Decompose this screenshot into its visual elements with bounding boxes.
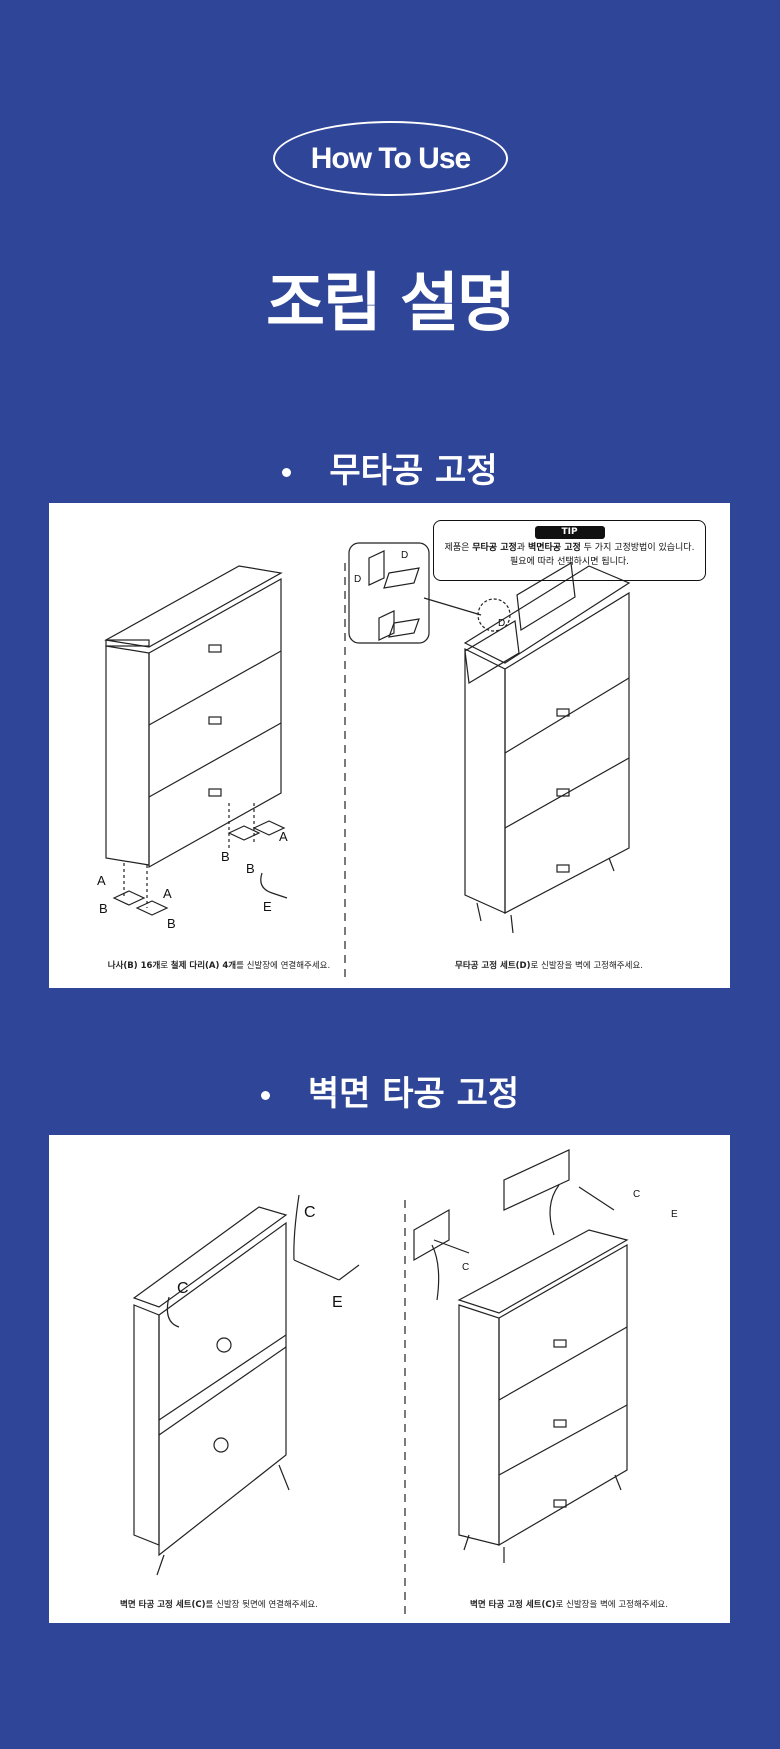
svg-text:A: A bbox=[163, 886, 172, 901]
no-drill-illustration: A B A B B B A E D D D bbox=[97, 542, 631, 983]
section-title-text: 벽면 타공 고정 bbox=[307, 1074, 520, 1114]
svg-text:D: D bbox=[354, 574, 361, 585]
no-drill-instruction-panel: A B A B B B A E D D D TIP 제품은 무타공 고정과 벽면… bbox=[49, 503, 730, 988]
tip-bold: 벽면타공 고정 bbox=[527, 543, 581, 553]
tip-text: 필요에 따라 선택하시면 됩니다. bbox=[509, 557, 630, 567]
label-b: B bbox=[99, 901, 108, 916]
tip-text: 과 bbox=[516, 543, 528, 553]
tip-text: 두 가지 고정방법이 있습니다. bbox=[580, 543, 695, 553]
bullet-icon bbox=[260, 1091, 270, 1100]
tip-bold: 무타공 고정 bbox=[472, 543, 517, 553]
caption-no-drill-set: 무타공 고정 세트(D)로 신발장을 벽에 고정해주세요. bbox=[455, 961, 643, 971]
caption-wall-fix: 벽면 타공 고정 세트(C)로 신발장을 벽에 고정해주세요. bbox=[470, 1600, 668, 1610]
wall-drill-illustration: C C E C C E bbox=[132, 1149, 678, 1615]
svg-text:C: C bbox=[633, 1189, 640, 1200]
label-e: E bbox=[332, 1294, 343, 1311]
wall-drill-instruction-panel: C C E C C E 벽면 타공 고정 세트(C)를 신발장 뒷면에 연결해주… bbox=[49, 1135, 730, 1623]
caption-legs: 나사(B) 16개로 철제 다리(A) 4개를 신발장에 연결해주세요. bbox=[107, 961, 331, 971]
label-d: D bbox=[401, 550, 408, 561]
label-e: E bbox=[263, 899, 272, 914]
svg-text:C: C bbox=[304, 1204, 316, 1221]
label-c: C bbox=[177, 1280, 189, 1297]
section-title-wall-drill: 벽면 타공 고정 bbox=[0, 1066, 780, 1115]
page-title: 조립 설명 bbox=[266, 267, 516, 341]
svg-text:A: A bbox=[279, 829, 288, 844]
section-title-no-drill: 무타공 고정 bbox=[0, 443, 780, 492]
svg-text:B: B bbox=[167, 916, 176, 931]
how-to-use-badge: How To Use bbox=[273, 121, 508, 196]
tip-box: TIP 제품은 무타공 고정과 벽면타공 고정 두 가지 고정방법이 있습니다.… bbox=[433, 520, 706, 581]
bullet-icon bbox=[282, 468, 292, 477]
svg-text:D: D bbox=[498, 618, 505, 629]
tip-tag: TIP bbox=[534, 526, 605, 539]
tip-text: 제품은 bbox=[444, 543, 473, 553]
svg-text:B: B bbox=[246, 861, 255, 876]
svg-text:E: E bbox=[671, 1209, 678, 1220]
section-title-text: 무타공 고정 bbox=[329, 451, 498, 491]
label-a: A bbox=[97, 873, 106, 888]
svg-text:C: C bbox=[462, 1262, 469, 1273]
svg-text:B: B bbox=[221, 849, 230, 864]
caption-back-attach: 벽면 타공 고정 세트(C)를 신발장 뒷면에 연결해주세요. bbox=[120, 1600, 318, 1610]
